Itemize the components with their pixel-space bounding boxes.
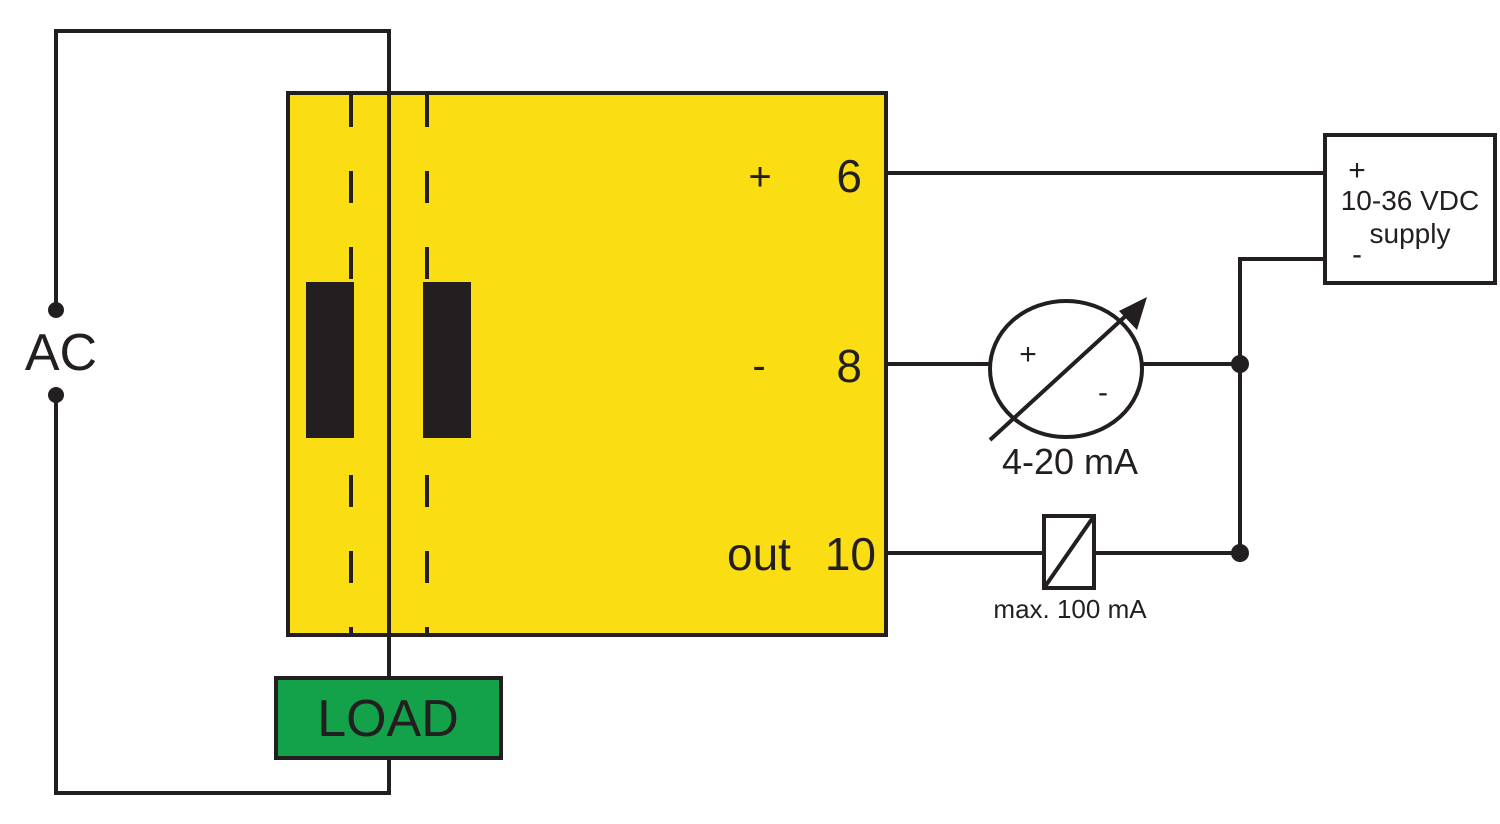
junction-node-top bbox=[1231, 355, 1249, 373]
core-block-left bbox=[306, 282, 354, 438]
terminal-8-number: 8 bbox=[836, 340, 862, 392]
supply-box bbox=[1323, 133, 1497, 285]
ammeter-plus: + bbox=[1019, 338, 1037, 371]
supply-label: supply bbox=[1370, 218, 1451, 249]
ammeter-icon bbox=[988, 297, 1147, 442]
junction-node-bottom bbox=[1231, 544, 1249, 562]
supply-minus: - bbox=[1352, 238, 1362, 271]
relay-coil-icon bbox=[1042, 514, 1096, 590]
load-label: LOAD bbox=[317, 690, 459, 748]
wire-supply-minus bbox=[1238, 257, 1325, 553]
ammeter-label: 4-20 mA bbox=[1002, 441, 1138, 482]
terminal-6-number: 6 bbox=[836, 150, 862, 202]
sensor-module bbox=[286, 91, 888, 637]
relay-label: max. 100 mA bbox=[993, 594, 1147, 624]
supply-voltage: 10-36 VDC bbox=[1341, 185, 1480, 216]
supply-plus: + bbox=[1348, 154, 1366, 187]
core-dashed-lines bbox=[349, 95, 429, 633]
load-box bbox=[274, 676, 503, 760]
ac-label: AC bbox=[25, 324, 97, 382]
ac-wire-bottom bbox=[54, 395, 391, 795]
terminal-10-polarity: out bbox=[727, 528, 791, 580]
terminal-10-number: 10 bbox=[825, 528, 876, 580]
ac-terminal-top bbox=[48, 302, 64, 318]
core-block-right bbox=[423, 282, 471, 438]
ac-terminal-bottom bbox=[48, 387, 64, 403]
ammeter-minus: - bbox=[1098, 376, 1108, 409]
terminal-8-polarity: - bbox=[752, 344, 765, 388]
terminal-6-polarity: + bbox=[748, 155, 771, 199]
ac-wire-top bbox=[54, 29, 391, 678]
